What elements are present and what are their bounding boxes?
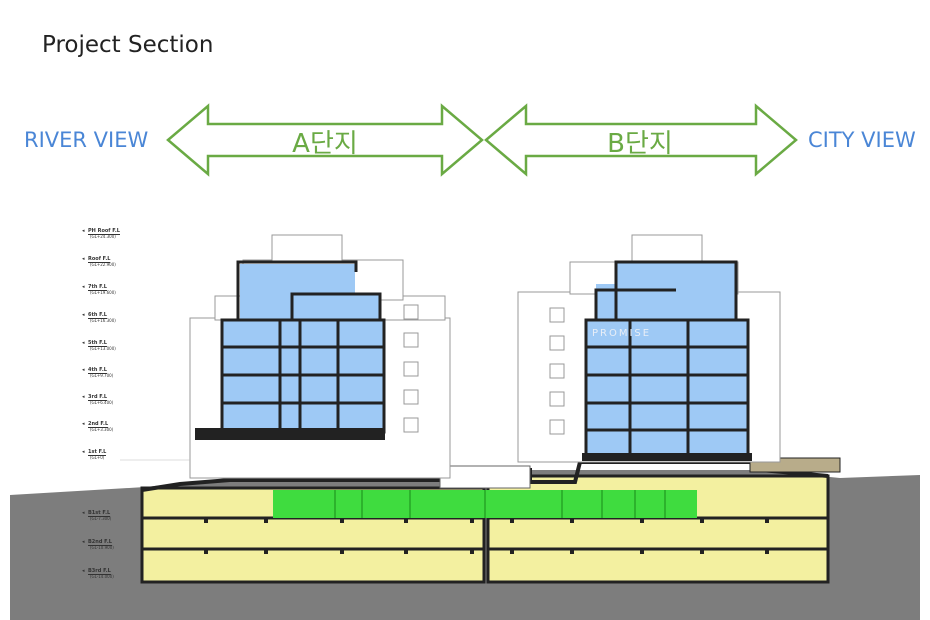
- basement-markers: [204, 519, 769, 554]
- zone-arrows: [166, 103, 798, 177]
- bridge-court: [439, 465, 531, 489]
- level-marker: ◂7th F.L(GL+19.600): [82, 284, 116, 295]
- building-a-glass: [195, 260, 386, 440]
- landscape-deck: [273, 490, 697, 518]
- level-marker: ◂Roof F.L(GL+22.900): [82, 256, 116, 267]
- level-marker: ◂B2nd F.L(GL-10.900): [82, 539, 114, 550]
- level-marker: ◂6th F.L(GL+16.300): [82, 312, 116, 323]
- arrow-b: [484, 103, 798, 177]
- arrow-a: [166, 103, 484, 177]
- level-marker: ◂4th F.L(GL+9.700): [82, 367, 114, 378]
- level-marker: ◂B3rd F.L(GL-14.000): [82, 568, 114, 579]
- zone-b-label: B단지: [607, 129, 673, 159]
- city-view-label: CITY VIEW: [808, 128, 916, 152]
- level-marker: ◂B1st F.L(GL-7.300): [82, 510, 112, 521]
- level-marker: ◂1st F.L(GL+0): [82, 449, 107, 460]
- level-marker: ◂5th F.L(GL+13.000): [82, 340, 116, 351]
- zone-a-label: A단지: [292, 129, 358, 159]
- level-marker: ◂3rd F.L(GL+6.400): [82, 394, 114, 405]
- page-title: Project Section: [42, 32, 214, 58]
- building-b-glass: [582, 260, 752, 461]
- level-marker: ◂PH Roof F.L(GL+24.300): [82, 228, 120, 239]
- watermark: PROMISE: [592, 328, 652, 339]
- river-view-label: RIVER VIEW: [24, 128, 149, 152]
- level-marker: ◂2nd F.L(GL+3.300): [82, 421, 114, 432]
